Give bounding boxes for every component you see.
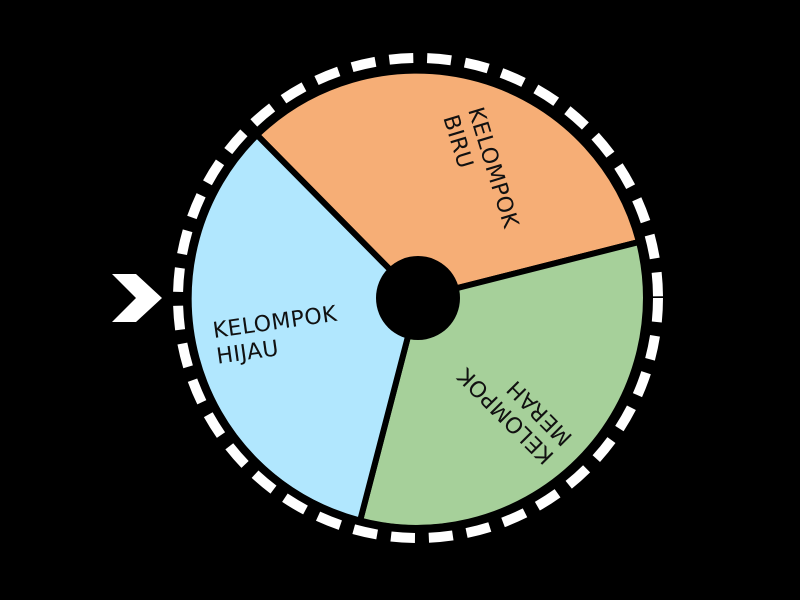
chevron-right-icon — [112, 274, 162, 322]
wheel-hub[interactable] — [376, 256, 460, 340]
wheel-edge — [185, 65, 651, 531]
wheel-rim — [173, 53, 663, 543]
